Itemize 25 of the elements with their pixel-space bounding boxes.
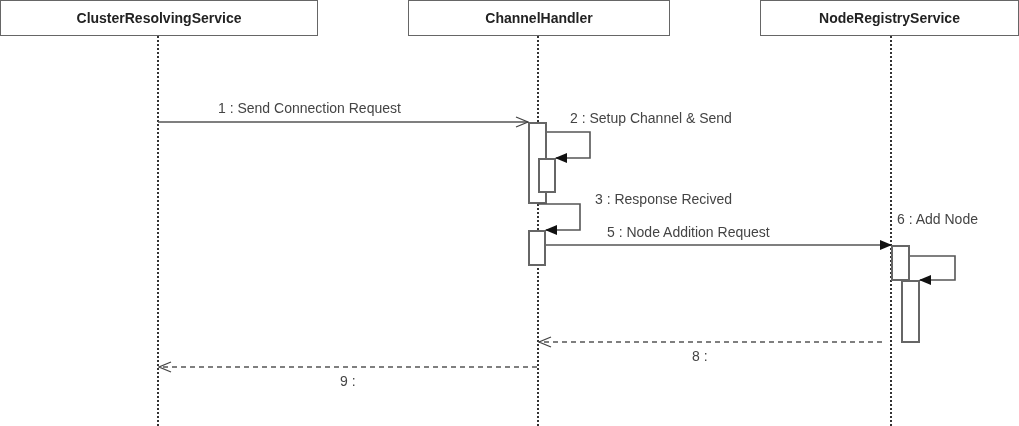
activation-bar [891, 245, 910, 281]
message-label: 5 : Node Addition Request [607, 224, 770, 240]
participant-name: ChannelHandler [485, 10, 593, 26]
activation-bar [901, 280, 920, 343]
message-label: 2 : Setup Channel & Send [570, 110, 732, 126]
message-label: 8 : [692, 348, 708, 364]
activation-bar [538, 158, 556, 193]
message-arrow [909, 255, 956, 285]
lifeline-header [0, 0, 318, 36]
return-arrow [158, 361, 538, 373]
lifeline [157, 36, 159, 426]
activation-bar [528, 230, 546, 266]
message-label: 3 : Response Recived [595, 191, 732, 207]
message-label: 1 : Send Connection Request [218, 100, 401, 116]
participant-name: ClusterResolvingService [76, 10, 242, 26]
message-label: 9 : [340, 373, 356, 389]
lifeline-header [408, 0, 670, 36]
message-arrow [546, 131, 591, 163]
message-label: 6 : Add Node [897, 211, 978, 227]
return-arrow [538, 336, 883, 348]
message-arrow [157, 116, 529, 128]
message-arrow [545, 240, 892, 250]
message-arrow [537, 203, 581, 235]
lifeline-header [760, 0, 1019, 36]
participant-name: NodeRegistryService [819, 10, 960, 26]
